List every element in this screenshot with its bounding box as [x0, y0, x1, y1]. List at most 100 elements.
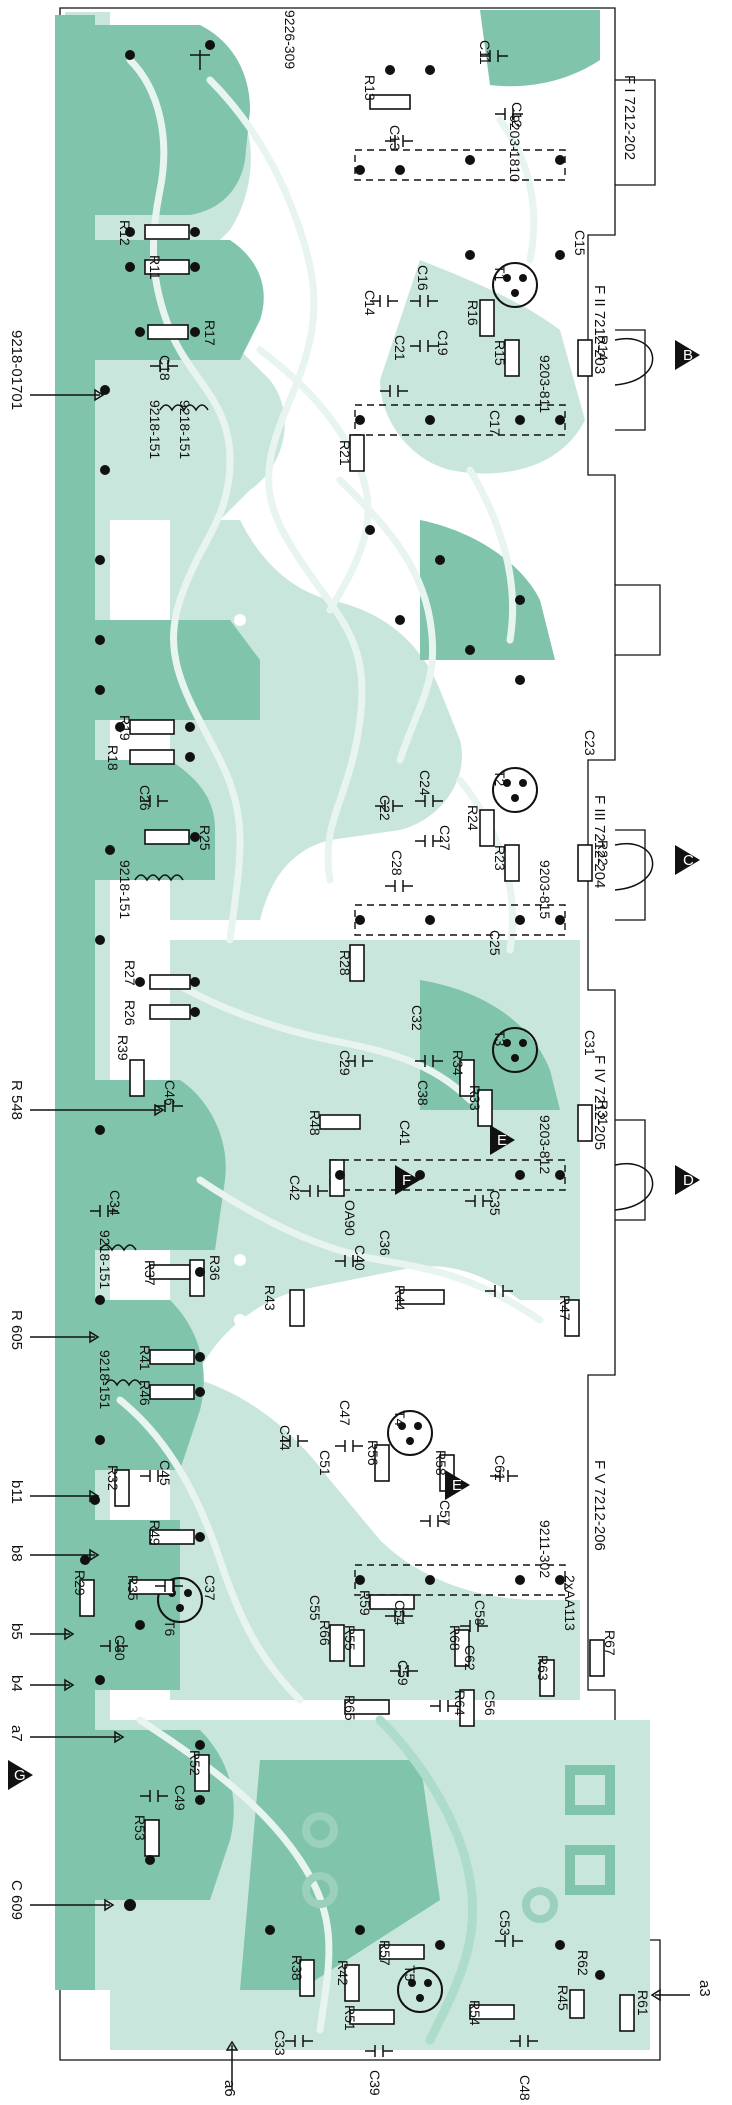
designator-c11: C11 [477, 40, 493, 65]
designator-r21: R21 [337, 440, 353, 466]
ground-pads [234, 614, 615, 1923]
tab-f1 [615, 79, 656, 186]
marker-e2-icon [445, 1470, 470, 1500]
designator-r44: R44 [392, 1285, 408, 1311]
designator-c56: C56 [482, 1690, 498, 1716]
marker-e-label: E [497, 1132, 507, 1149]
designator-c17: C17 [487, 410, 503, 436]
right-loops [614, 337, 654, 1211]
designator-c19: C19 [435, 330, 451, 356]
designator-r33: R33 [467, 1085, 483, 1111]
designator-c59: C59 [395, 1660, 411, 1686]
coil-top-label: 9226-309 [282, 10, 298, 69]
designator-c58: C58 [472, 1600, 488, 1626]
inductor-1-label: 9218-151 [147, 400, 163, 459]
marker-d-label: D [683, 1172, 694, 1189]
designator-c23: C23 [582, 730, 598, 756]
designator-r67: R67 [602, 1630, 618, 1656]
transistor-t3 [492, 1027, 538, 1073]
coil-811-label: 9203-811 [537, 355, 553, 413]
designator-r39: R39 [115, 1035, 131, 1061]
designator-c55: C55 [307, 1595, 323, 1621]
designator-c61: C61 [492, 1455, 508, 1481]
designator-r18: R18 [105, 745, 121, 771]
designator-r53: R53 [132, 1815, 148, 1841]
inductor-2-label: 9218-151 [177, 400, 193, 459]
marker-c-label: C [683, 852, 694, 869]
coil-815-label: 9203-815 [537, 860, 553, 919]
edge-label-11: a3 [696, 1980, 713, 1997]
filter-f3-label: F III 7212-204 [591, 795, 608, 888]
filter-f5-label: F V 7212-206 [591, 1460, 608, 1551]
designator-c48: C48 [517, 2075, 533, 2101]
designator-c37: C37 [202, 1575, 218, 1601]
marker-e-icon [490, 1125, 515, 1155]
designator-r62: R62 [575, 1950, 591, 1976]
transistor-t5 [397, 1967, 443, 2013]
designator-r38: R38 [289, 1955, 305, 1981]
designator-r14: R14 [595, 335, 611, 361]
tab-f2 [615, 329, 646, 431]
designator-r17: R17 [202, 320, 218, 346]
designator-c51: C51 [317, 1450, 333, 1476]
designator-t6: T6 [162, 1620, 178, 1637]
designator-r22: R22 [595, 840, 611, 866]
edge-label-2: R 548 [8, 1080, 25, 1120]
inductor-5-label: 9218-151 [97, 1350, 113, 1409]
marker-e2-label: E [452, 1477, 462, 1494]
edge-label-6: b5 [8, 1623, 25, 1640]
designator-r58: R58 [433, 1450, 449, 1476]
designator-c22: C22 [377, 795, 393, 821]
designator-c15: C15 [572, 230, 588, 256]
designator-r64: R64 [452, 1690, 468, 1716]
marker-f-icon [395, 1165, 420, 1195]
coil-1810-label: 9203-1810 [507, 115, 523, 182]
designator-c53: C53 [497, 1910, 513, 1936]
designator-r15: R15 [492, 340, 508, 366]
designator-c34: C34 [107, 1190, 123, 1216]
designator-c49: C49 [172, 1785, 188, 1811]
marker-b-label: B [683, 347, 693, 364]
designator-c44: C44 [277, 1425, 293, 1451]
designator-c36: C36 [377, 1230, 393, 1256]
designator-c33: C33 [272, 2030, 288, 2056]
edge-label-1: 9218-01701 [8, 330, 25, 410]
designator-r66: R66 [317, 1620, 333, 1646]
filter-f4-label: F IV 7212-205 [591, 1055, 608, 1150]
designator-c24: C24 [417, 770, 433, 796]
designator-r28: R28 [337, 950, 353, 976]
designator-r48: R48 [307, 1110, 323, 1136]
designator-c29: C29 [337, 1050, 353, 1076]
designator-c46: C46 [162, 1080, 178, 1106]
designator-r25: R25 [197, 825, 213, 851]
designator-c26: C26 [137, 785, 153, 811]
designator-c25: C25 [487, 930, 503, 956]
designator-r51: R51 [342, 2005, 358, 2031]
designator-c30: C30 [112, 1635, 128, 1661]
trace-network [116, 56, 544, 2045]
designator-t1: T1 [492, 265, 508, 282]
designator-r16: R16 [465, 300, 481, 326]
designator-c32: C32 [409, 1005, 425, 1031]
designator-c31: C31 [582, 1030, 598, 1056]
designator-r46: R46 [137, 1380, 153, 1406]
designator-r56: R56 [365, 1440, 381, 1466]
marker-b-icon [675, 340, 700, 370]
inductor-4-label: 9218-151 [97, 1230, 113, 1289]
designator-c38: C38 [415, 1080, 431, 1106]
designator-r68: R68 [447, 1625, 463, 1651]
marker-f-label: F [402, 1172, 411, 1189]
capacitor-symbols [90, 50, 538, 2057]
tab-f3 [615, 584, 661, 656]
marker-g-label: G [14, 1767, 26, 1784]
edge-label-8: a7 [8, 1725, 25, 1742]
designator-r59: R59 [357, 1590, 373, 1616]
designator-r49: R49 [147, 1520, 163, 1546]
designator-c57: C57 [437, 1500, 453, 1526]
designator-r11: R11 [147, 255, 163, 280]
shield-f1 [354, 149, 566, 181]
designator-r37: R37 [142, 1260, 158, 1286]
designator-c12: C12 [509, 102, 525, 128]
designator-oa90: OA90 [342, 1200, 358, 1236]
